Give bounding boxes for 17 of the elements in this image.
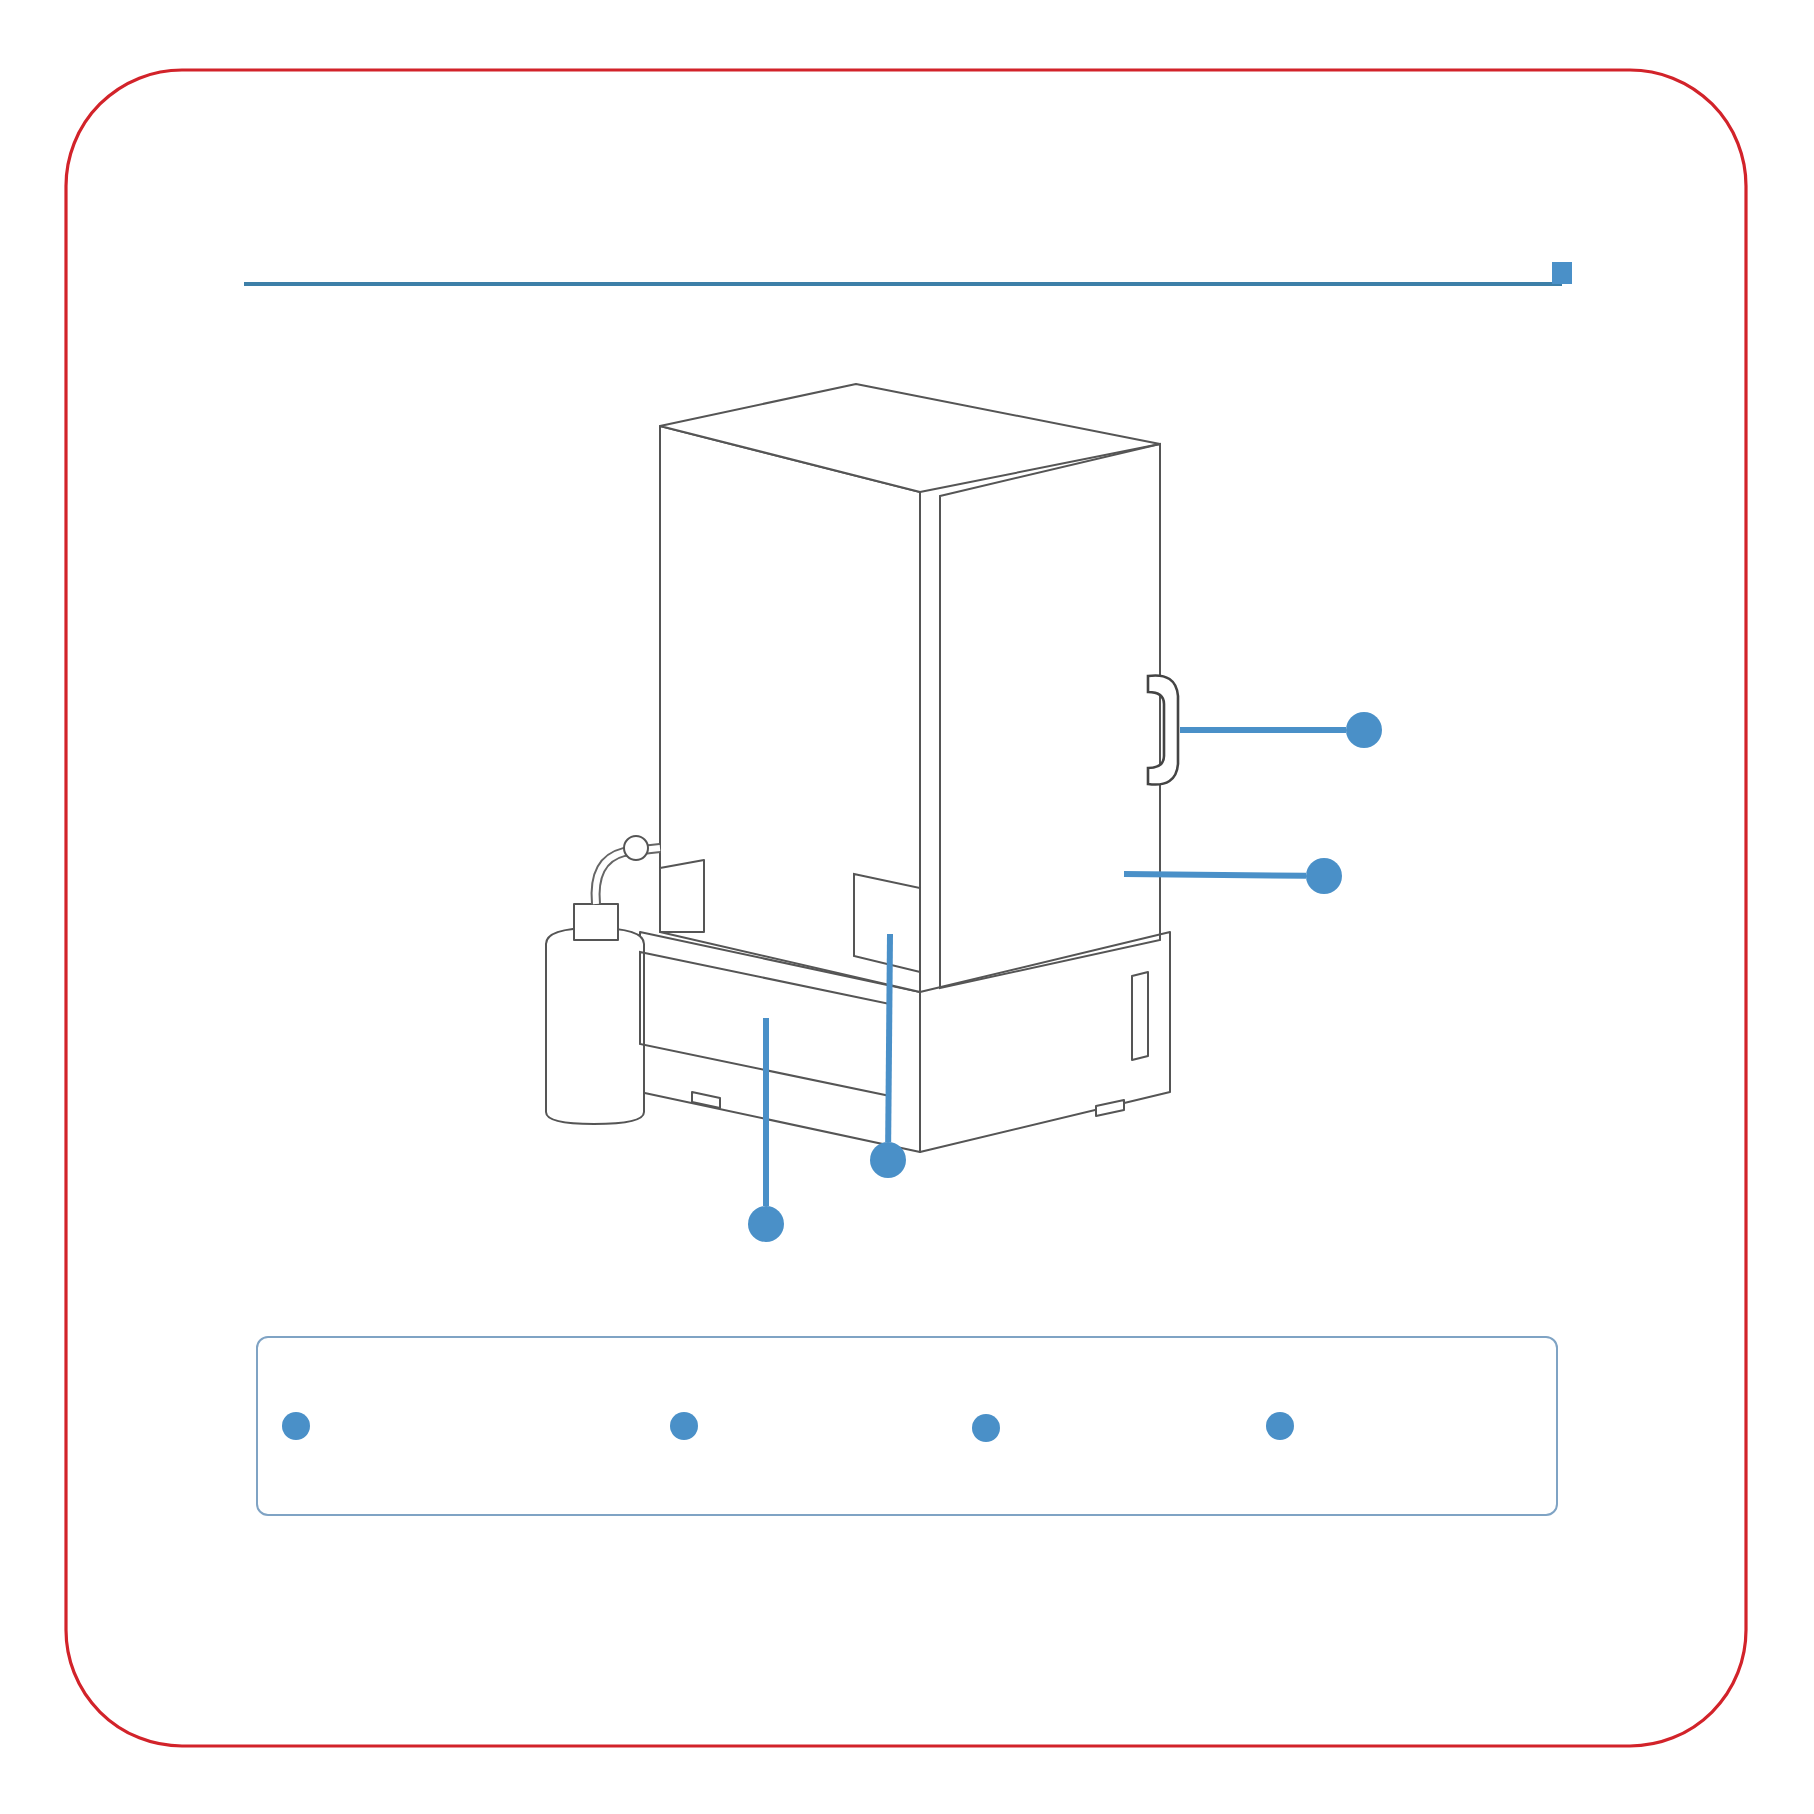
callout-marker [1306,858,1342,894]
handle [1146,674,1180,786]
callout-marker [1346,712,1382,748]
front-panel [639,950,891,1098]
callout-marker [870,1142,906,1178]
legend-marker [1266,1412,1294,1440]
leader-line [1180,727,1346,733]
legend-marker [282,1412,310,1440]
leader-line [763,1018,769,1206]
callout-marker [748,1206,784,1242]
leader-line [1123,871,1307,879]
leader-line [885,933,893,1143]
legend-box [256,1336,1558,1516]
legend-marker [670,1412,698,1440]
side-panel [939,442,1161,990]
legend-marker [972,1414,1000,1442]
rear-panel [853,872,921,974]
